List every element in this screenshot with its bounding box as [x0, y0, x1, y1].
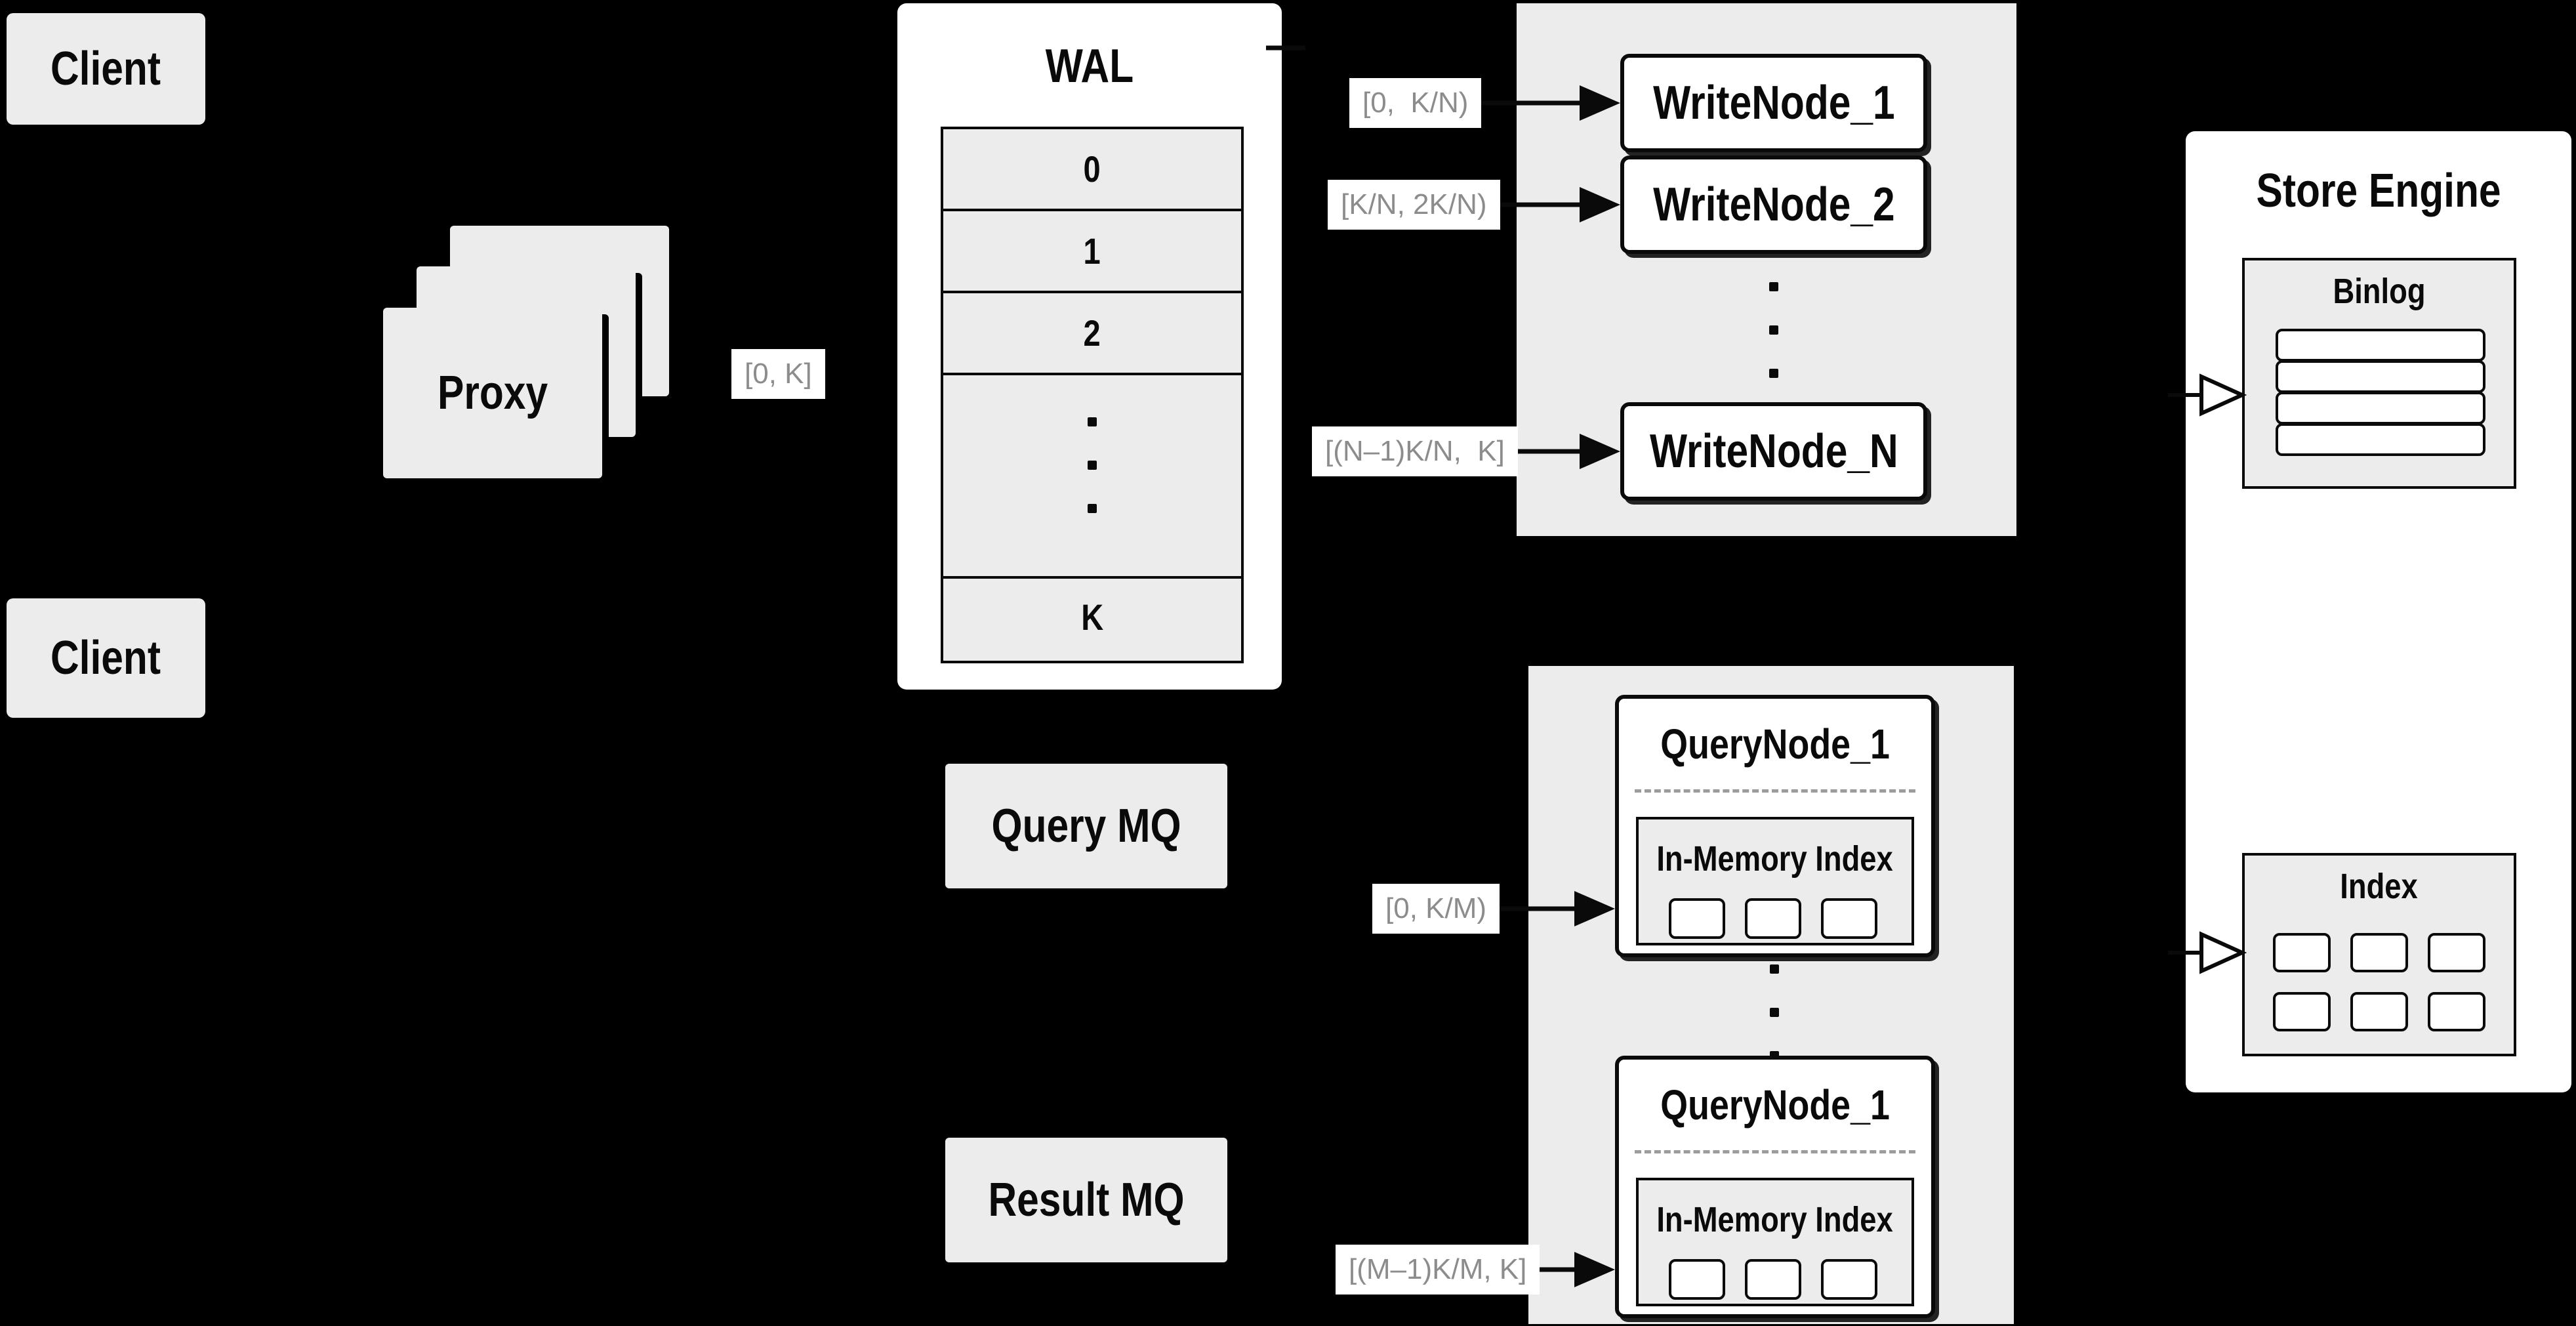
binlog-row-slot	[2276, 329, 2485, 362]
query-node-a-inmemory-label: In-Memory Index	[1656, 839, 1894, 879]
proxy-label: Proxy	[437, 367, 548, 419]
binlog-row-slot	[2276, 360, 2485, 393]
binlog-label: Binlog	[2333, 272, 2426, 311]
binlog-row-slot	[2276, 392, 2485, 425]
index-slot	[2350, 992, 2408, 1031]
index-box: Index	[2242, 853, 2516, 1056]
binlog-row-slot	[2276, 423, 2485, 456]
client-bottom-box: Client	[7, 598, 205, 718]
flow-label-write-n: [(N–1)K/N, K]	[1312, 426, 1518, 476]
index-slot	[1669, 1259, 1725, 1300]
query-node-b-title: QueryNode_1	[1660, 1081, 1890, 1129]
wal-segment-1: 1	[1083, 230, 1101, 272]
query-node-a-title: QueryNode_1	[1660, 720, 1890, 768]
index-slot	[1669, 898, 1725, 939]
query-node-a-box: QueryNode_1 In-Memory Index	[1615, 695, 1935, 957]
index-slot	[2273, 933, 2331, 972]
wal-title: WAL	[1045, 40, 1134, 93]
wal-segment-2: 2	[1083, 312, 1101, 354]
index-slot	[2273, 992, 2331, 1031]
write-node-ellipsis-icon	[1769, 282, 1778, 378]
write-node-1-box: WriteNode_1	[1620, 54, 1927, 152]
index-slot	[1821, 898, 1877, 939]
client-bottom-label: Client	[51, 632, 161, 684]
index-slot	[1821, 1259, 1877, 1300]
query-node-b-box: QueryNode_1 In-Memory Index	[1615, 1056, 1935, 1318]
store-engine-title: Store Engine	[2256, 165, 2501, 217]
store-engine-panel: Store Engine Binlog Index	[2186, 131, 2571, 1092]
client-top-box: Client	[7, 13, 205, 125]
write-node-n-box: WriteNode_N	[1620, 402, 1927, 501]
wal-segment-k: K	[1081, 596, 1103, 638]
index-slot	[2428, 992, 2485, 1031]
query-node-b-inmemory-title-wrap: In-Memory Index	[1639, 1188, 1912, 1251]
flow-label-query-1: [0, K/M)	[1372, 884, 1500, 934]
query-node-b-inmemory-box: In-Memory Index	[1636, 1178, 1914, 1306]
wal-segment-row: 0	[943, 129, 1241, 211]
write-node-1-label: WriteNode_1	[1652, 77, 1895, 129]
wal-segment-row: K	[943, 579, 1241, 655]
wal-segment-row: 1	[943, 211, 1241, 293]
query-node-b-divider	[1635, 1150, 1915, 1153]
binlog-box: Binlog	[2242, 258, 2516, 489]
flow-label-write-2: [K/N, 2K/N)	[1328, 180, 1500, 230]
index-slot	[2350, 933, 2408, 972]
wal-ellipsis-row	[943, 375, 1241, 579]
wal-segment-table: 0 1 2 K	[941, 127, 1244, 663]
wal-segment-row: 2	[943, 293, 1241, 375]
client-top-label: Client	[51, 43, 161, 95]
query-node-a-divider	[1635, 789, 1915, 793]
query-node-ellipsis-icon	[1770, 964, 1779, 1060]
index-title-wrap: Index	[2245, 866, 2514, 907]
query-node-a-title-wrap: QueryNode_1	[1619, 699, 1931, 789]
query-mq-label: Query MQ	[991, 800, 1181, 852]
query-node-b-title-wrap: QueryNode_1	[1619, 1060, 1931, 1150]
write-node-n-label: WriteNode_N	[1649, 425, 1898, 478]
index-slot	[2428, 933, 2485, 972]
query-node-a-inmemory-title-wrap: In-Memory Index	[1639, 827, 1912, 890]
index-label: Index	[2340, 867, 2419, 906]
wal-title-wrap: WAL	[897, 39, 1282, 93]
result-mq-box: Result MQ	[945, 1138, 1227, 1262]
flow-label-proxy-to-wal: [0, K]	[731, 349, 825, 399]
query-node-b-inmemory-label: In-Memory Index	[1656, 1200, 1894, 1239]
binlog-title-wrap: Binlog	[2245, 271, 2514, 312]
flow-label-query-m: [(M–1)K/M, K]	[1336, 1245, 1540, 1295]
query-mq-box: Query MQ	[945, 764, 1227, 888]
wal-segment-0: 0	[1083, 148, 1101, 190]
proxy-box: Proxy	[383, 308, 602, 478]
write-node-2-label: WriteNode_2	[1652, 178, 1895, 231]
wal-panel: WAL 0 1 2 K	[897, 3, 1282, 690]
write-node-2-box: WriteNode_2	[1620, 155, 1927, 254]
index-slot	[1745, 1259, 1801, 1300]
store-engine-title-wrap: Store Engine	[2186, 164, 2571, 218]
index-slot	[1745, 898, 1801, 939]
flow-label-write-1: [0, K/N)	[1349, 78, 1482, 128]
wal-ellipsis-dots-icon	[1088, 417, 1097, 513]
result-mq-label: Result MQ	[988, 1174, 1185, 1226]
query-node-a-inmemory-box: In-Memory Index	[1636, 817, 1914, 945]
